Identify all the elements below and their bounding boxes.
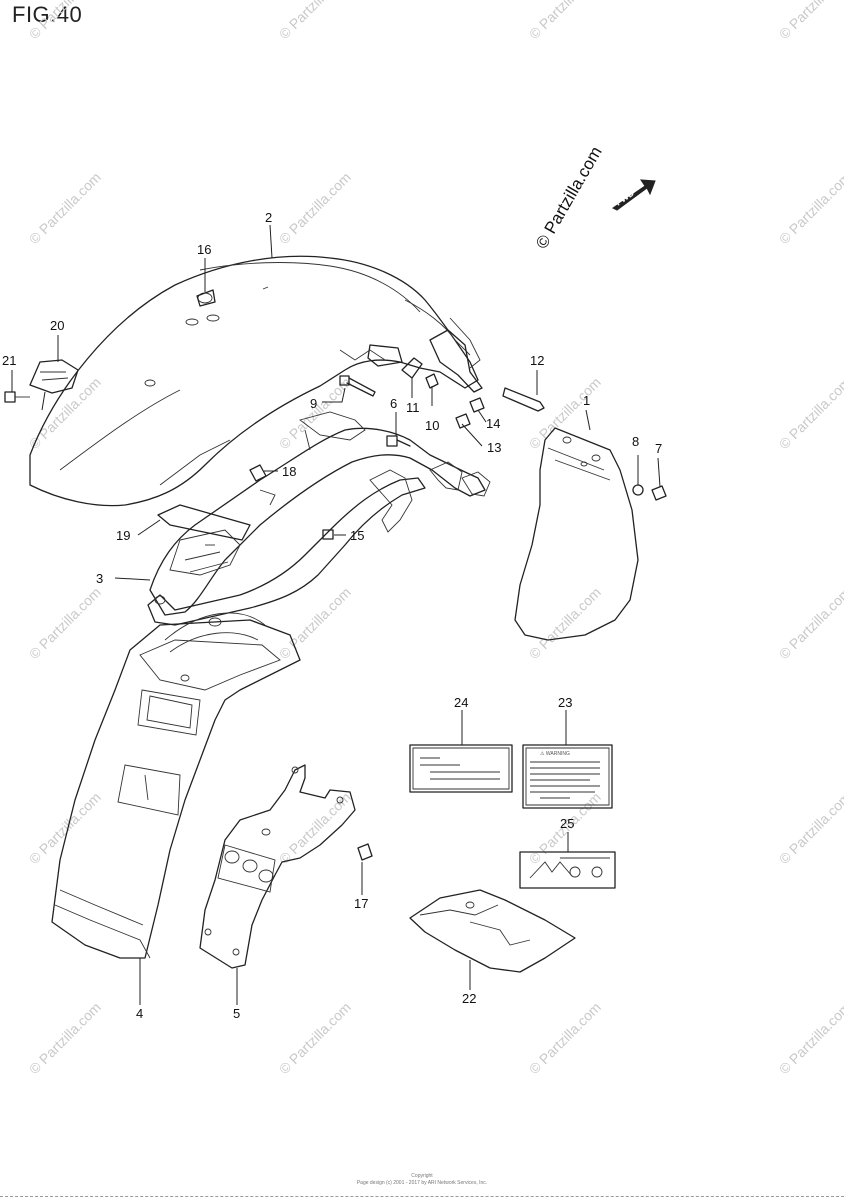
- label-24: [409, 744, 513, 793]
- callout-1: 1: [583, 393, 590, 408]
- leader-lines: [11, 224, 661, 1005]
- watermark: © Partzilla.com: [776, 0, 844, 42]
- watermark: © Partzilla.com: [26, 0, 104, 42]
- callout-18: 18: [282, 464, 296, 479]
- watermark: © Partzilla.com: [276, 999, 354, 1077]
- screw-15: [322, 529, 334, 540]
- grommet-16: [196, 289, 216, 307]
- callout-17: 17: [354, 896, 368, 911]
- bolt-17: [357, 843, 373, 861]
- watermark: © Partzilla.com: [526, 374, 604, 452]
- callout-22: 22: [462, 991, 476, 1006]
- bolt-6: [386, 435, 411, 447]
- callout-25: 25: [560, 816, 574, 831]
- watermark: © Partzilla.com: [526, 999, 604, 1077]
- figure-title: FIG.40: [12, 2, 83, 27]
- callout-12: 12: [530, 353, 544, 368]
- callout-24: 24: [454, 695, 468, 710]
- washer-8: [632, 484, 644, 496]
- mudflap-1: [514, 427, 639, 641]
- callout-21: 21: [2, 353, 16, 368]
- nut-18: [249, 464, 267, 482]
- screw-21: [4, 391, 30, 403]
- washer-14: [469, 397, 485, 413]
- watermark: © Partzilla.com: [276, 789, 354, 867]
- label-25: [519, 851, 616, 889]
- screw-13: [455, 413, 471, 429]
- rear-frame: [147, 411, 491, 626]
- callout-13: 13: [487, 440, 501, 455]
- watermark: © Partzilla.com: [776, 169, 844, 247]
- callout-7: 7: [655, 441, 662, 456]
- nut-10: [425, 373, 439, 389]
- watermark: © Partzilla.com: [776, 374, 844, 452]
- watermark: © Partzilla.com: [526, 0, 604, 42]
- warning-label-text: ⚠ WARNING: [540, 751, 570, 757]
- callout-11: 11: [406, 400, 420, 415]
- tool-pouch-22: [409, 889, 576, 973]
- callout-20: 20: [50, 318, 64, 333]
- callout-6: 6: [390, 396, 397, 411]
- label-23: ⚠ WARNING: [522, 744, 613, 809]
- callout-4: 4: [136, 1006, 143, 1021]
- watermark: © Partzilla.com: [26, 374, 104, 452]
- callout-10: 10: [425, 418, 439, 433]
- license-bracket-5: [199, 764, 356, 969]
- brand-watermark: © Partzilla.com: [532, 143, 606, 252]
- bolt-7: [651, 485, 667, 501]
- spacer-11: [401, 357, 423, 379]
- callout-9: 9: [310, 396, 317, 411]
- callout-8: 8: [632, 434, 639, 449]
- page-divider: [0, 1196, 844, 1197]
- footer-line-2: Page design (c) 2001 - 2017 by ARI Netwo…: [356, 1180, 488, 1186]
- rear-housing-4: [51, 612, 301, 959]
- watermark: © Partzilla.com: [276, 169, 354, 247]
- callout-19: 19: [116, 528, 130, 543]
- callout-3: 3: [96, 571, 103, 586]
- fender-mount: [367, 329, 483, 393]
- callout-23: 23: [558, 695, 572, 710]
- bolt-9: [339, 375, 376, 397]
- watermark: © Partzilla.com: [26, 999, 104, 1077]
- callout-numbers: 2 16 20 21 12 1 9 6 11 10 14 13 8 7 18 1…: [2, 210, 662, 1021]
- callout-2: 2: [265, 210, 272, 225]
- watermark: © Partzilla.com: [26, 169, 104, 247]
- watermark: © Partzilla.com: [776, 584, 844, 662]
- watermark: © Partzilla.com: [776, 789, 844, 867]
- callout-15: 15: [350, 528, 364, 543]
- rear-fender: [29, 255, 481, 507]
- tail-piece-19: [157, 504, 251, 541]
- fwd-arrow-icon: FWD: [612, 179, 656, 211]
- watermark: © Partzilla.com: [776, 999, 844, 1077]
- watermark: © Partzilla.com: [26, 584, 104, 662]
- callout-5: 5: [233, 1006, 240, 1021]
- bolt-12: [502, 387, 545, 412]
- reflector-bracket: [29, 359, 79, 411]
- watermark: © Partzilla.com: [276, 0, 354, 42]
- callout-14: 14: [486, 416, 500, 431]
- watermark: © Partzilla.com: [26, 789, 104, 867]
- watermark: © Partzilla.com: [276, 374, 354, 452]
- watermark-layer: © Partzilla.com © Partzilla.com © Partzi…: [26, 0, 844, 1077]
- footer-line-1: Copyright: [411, 1173, 433, 1179]
- watermark: © Partzilla.com: [526, 584, 604, 662]
- callout-16: 16: [197, 242, 211, 257]
